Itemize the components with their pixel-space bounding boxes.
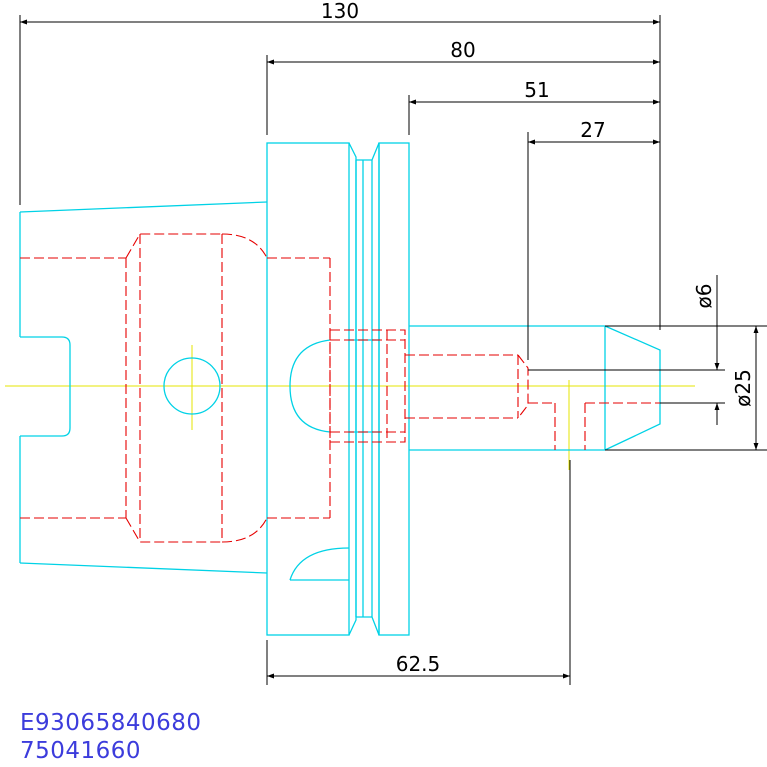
part-code-line-1: E93065840680 bbox=[20, 710, 202, 736]
dim-shank-diameter: ø25 bbox=[731, 369, 755, 407]
hidden-lines bbox=[20, 233, 660, 543]
dim-flange-to-end: 80 bbox=[450, 38, 475, 62]
dim-bore-diameter: ø6 bbox=[692, 284, 716, 309]
dimension-lines bbox=[19, 15, 767, 685]
tool-holder-outline bbox=[19, 142, 661, 636]
part-code-line-2: 75041660 bbox=[20, 738, 142, 764]
dim-bore-depth: 27 bbox=[580, 118, 605, 142]
centerlines bbox=[5, 345, 695, 470]
dim-overall-length: 130 bbox=[321, 0, 359, 23]
dim-flange-to-axis-mark: 62.5 bbox=[396, 652, 441, 676]
dim-collar-to-end: 51 bbox=[524, 78, 549, 102]
